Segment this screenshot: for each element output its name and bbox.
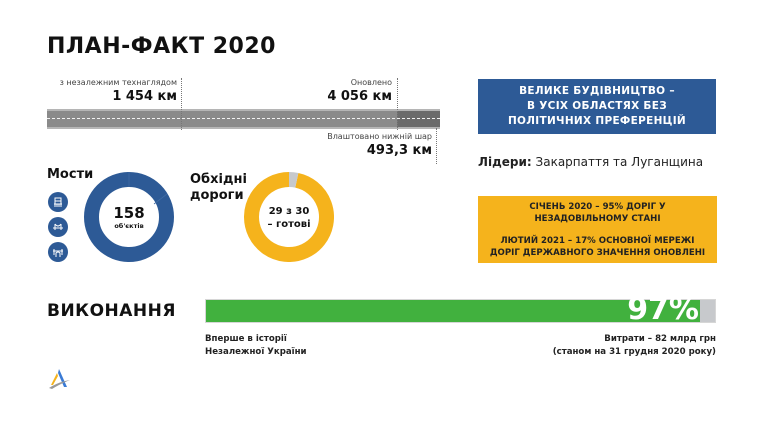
leaders-label: Лідери: (478, 155, 532, 169)
execution-heading: ВИКОНАННЯ (47, 301, 176, 321)
execution-progress-bar: 97% (205, 293, 716, 327)
banner-line: ВЕЛИКЕ БУДІВНИЦТВО – (519, 85, 675, 97)
road-divider (436, 128, 437, 164)
execution-note-left: Вперше в історії Незалежної України (205, 333, 307, 359)
lower-layer-label: Влаштовано нижній шар (327, 132, 432, 141)
condition-line: ДОРІГ ДЕРЖАВНОГО ЗНАЧЕННЯ ОНОВЛЕНІ (489, 247, 706, 258)
road-lower-layer-segment (397, 111, 440, 127)
condition-line: НЕЗАДОВІЛЬНОМУ СТАНІ (534, 213, 661, 224)
bridges-center: 158 об'єктів (84, 205, 174, 231)
supervised-label: з незалежним технаглядом (59, 78, 177, 87)
bridge-tower-icon (48, 192, 68, 212)
bypass-heading-line: Обхідні (190, 172, 247, 187)
banner-line: В УСІХ ОБЛАСТЯХ БЕЗ (527, 100, 667, 112)
note-line: (станом на 31 грудня 2020 року) (552, 347, 716, 357)
condition-line: СІЧЕНЬ 2020 – 95% ДОРІГ У (529, 201, 666, 212)
big-construction-banner: ВЕЛИКЕ БУДІВНИЦТВО – В УСІХ ОБЛАСТЯХ БЕЗ… (478, 79, 716, 134)
condition-line: ЛЮТИЙ 2021 – 17% ОСНОВНОЇ МЕРЕЖІ (500, 235, 695, 246)
bypass-center-status: – готові (267, 219, 311, 230)
suspension-bridge-icon (48, 217, 68, 237)
road-center-line (47, 118, 440, 119)
bypass-center-count: 29 з 30 (268, 206, 310, 217)
page-title: ПЛАН-ФАКТ 2020 (47, 34, 276, 59)
note-line: Незалежної України (205, 347, 307, 357)
bridges-donut (84, 172, 174, 262)
arch-bridge-icon (48, 242, 68, 262)
execution-progress-fill (206, 300, 700, 322)
road-divider (181, 78, 182, 130)
leaders-value: Закарпаття та Луганщина (531, 155, 704, 169)
ukravtodor-logo-icon (49, 369, 70, 389)
renewed-value: 4 056 км (327, 89, 392, 104)
execution-note-right: Витрати – 82 млрд грн (станом на 31 груд… (553, 333, 716, 359)
bypass-center: 29 з 30 – готові (244, 205, 334, 231)
note-line: Вперше в історії (205, 334, 287, 344)
banner-line: ПОЛІТИЧНИХ ПРЕФЕРЕНЦІЙ (507, 115, 687, 127)
bypass-heading-line: дороги (190, 188, 244, 203)
supervised-value: 1 454 км (112, 89, 177, 104)
bridges-count: 158 (113, 204, 145, 222)
lower-layer-value: 493,3 км (366, 143, 432, 158)
road-divider (397, 78, 398, 130)
road-bar (47, 109, 440, 129)
bridges-heading: Мости (47, 167, 94, 182)
note-line: Витрати – 82 млрд грн (604, 334, 716, 344)
bypass-donut (244, 172, 334, 262)
bypass-remaining-segment (288, 172, 299, 188)
execution-percent: 97% (627, 292, 699, 327)
bypass-done-segment (244, 172, 334, 262)
bypass-heading: Обхідні дороги (190, 172, 247, 204)
leaders-text: Лідери: Закарпаття та Луганщина (478, 155, 703, 169)
bridges-unit: об'єктів (114, 222, 144, 230)
bridges-segment-divider (153, 193, 168, 205)
renewed-label: Оновлено (350, 78, 392, 87)
